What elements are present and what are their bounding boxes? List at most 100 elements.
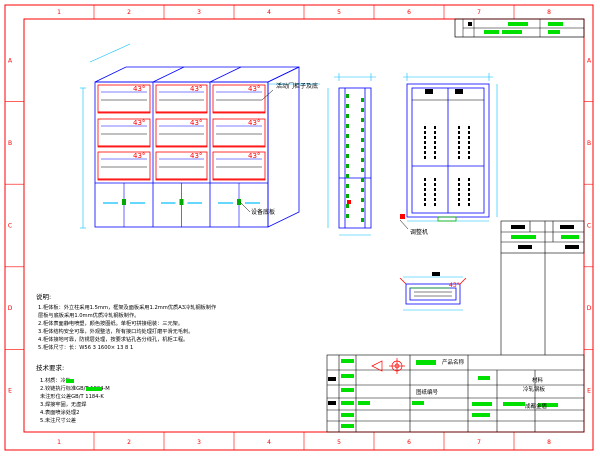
vent-slot [434, 126, 436, 129]
drawing-number-label: 图纸编号 [416, 388, 439, 396]
vent-slot [434, 203, 436, 206]
hinge-mark [361, 118, 364, 122]
door-angle-labels: 43°43°43°43°43°43°43°43°43° [133, 85, 260, 160]
zone-number: 3 [197, 439, 201, 446]
notes-line: 2.柜体表面静电喷塑，颜色按图纸。单柜可拼接组装：三元架。 [38, 319, 183, 327]
tech-line: 未注形位公差GB/T 1184-K [40, 392, 104, 400]
door-lock [122, 199, 126, 205]
tech-line: 5.未注尺寸公差 [40, 416, 76, 424]
title-block [326, 354, 585, 433]
zone-number: 4 [267, 9, 271, 16]
vent-slot [458, 188, 460, 191]
hinge-mark [361, 148, 364, 152]
company-label: 成都金盾 [525, 402, 548, 410]
zone-number: 8 [547, 439, 551, 446]
hinge-mark [361, 158, 364, 162]
zone-number: 6 [407, 439, 411, 446]
open-door [155, 151, 208, 181]
hinge-mark [346, 194, 349, 198]
zone-number: 2 [127, 9, 131, 16]
vent-slot [468, 178, 470, 181]
zone-letter: A [8, 57, 13, 64]
vent-slot [468, 141, 470, 144]
vent-slot [468, 183, 470, 186]
tech-line: 3.焊接牢固，无虚焊 [40, 400, 86, 408]
plan-angle-label: 43° [449, 282, 460, 289]
general-notes: 说明: 1.柜体板：外立柱采用1.5mm，框架及面板采用1.2mm优质A3冷轧钢… [36, 292, 216, 351]
zone-number: 5 [337, 439, 341, 446]
hinge-mark [346, 144, 349, 148]
zone-number: 3 [197, 9, 201, 16]
vent-slot [434, 146, 436, 149]
vent-slot [434, 151, 436, 154]
angle-label: 43° [133, 85, 145, 93]
angle-label: 43° [190, 85, 202, 93]
vent-slot [424, 131, 426, 134]
hinge-mark [346, 94, 349, 98]
front-view-vent-slots [424, 126, 470, 206]
title-block-fields [328, 359, 558, 428]
projection-symbol [371, 358, 405, 374]
angle-label: 43° [133, 152, 145, 160]
angle-label: 43° [248, 152, 260, 160]
vent-slot [434, 136, 436, 139]
hinge-mark [346, 134, 349, 138]
vent-slot [458, 131, 460, 134]
vent-slot [424, 141, 426, 144]
vent-slot [458, 193, 460, 196]
cabinet-plan-view [399, 276, 467, 311]
vent-slot [468, 198, 470, 201]
zone-letter: E [8, 388, 12, 395]
revision-table [500, 220, 585, 254]
vent-slot [434, 131, 436, 134]
angle-label: 43° [190, 152, 202, 160]
cabinet-open-doors [97, 84, 266, 181]
vent-slot [424, 146, 426, 149]
vent-slot [434, 156, 436, 159]
vent-slot [424, 198, 426, 201]
vent-slot [458, 198, 460, 201]
vent-slot [434, 188, 436, 191]
zone-number: 6 [407, 9, 411, 16]
open-door [212, 84, 266, 114]
vent-slot [424, 136, 426, 139]
vent-slot [458, 146, 460, 149]
bottom-callout-text: 设备底板 [251, 208, 275, 216]
angle-label: 43° [133, 119, 145, 127]
open-door [212, 151, 266, 181]
top-callout-text: 活动门柜子及底 [276, 82, 318, 90]
vent-slot [458, 156, 460, 159]
vent-slot [424, 126, 426, 129]
vent-slot [434, 183, 436, 186]
hinge-mark [346, 214, 349, 218]
notes-heading: 说明: [36, 292, 51, 301]
vent-slot [424, 183, 426, 186]
zone-letter: B [8, 140, 12, 147]
hinge-mark [346, 114, 349, 118]
side-view-hinges [346, 94, 364, 222]
zone-letter: C [8, 223, 12, 230]
vent-slot [424, 151, 426, 154]
material-label: 材料 [532, 376, 544, 384]
side-marker [347, 200, 351, 204]
vent-slot [468, 131, 470, 134]
hinge-mark [361, 108, 364, 112]
hinge-mark [346, 104, 349, 108]
zone-number: 4 [267, 439, 271, 446]
vent-slot [458, 151, 460, 154]
notes-line: 1.柜体板：外立柱采用1.5mm，框架及面板采用1.2mm优质A3冷轧钢板制作 [38, 303, 216, 311]
vent-slot [458, 136, 460, 139]
vent-slot [468, 151, 470, 154]
angle-label: 43° [190, 119, 202, 127]
vent-slot [434, 198, 436, 201]
tech-heading: 技术要求: [36, 363, 64, 372]
zone-letter: C [587, 223, 591, 230]
hinge-mark [346, 174, 349, 178]
tech-line: 2.铰链执行标准GB/T 1804-M [40, 384, 110, 392]
door-lock [237, 199, 241, 205]
door-lock [179, 199, 184, 205]
side-callout-text: 调整机 [410, 228, 428, 236]
